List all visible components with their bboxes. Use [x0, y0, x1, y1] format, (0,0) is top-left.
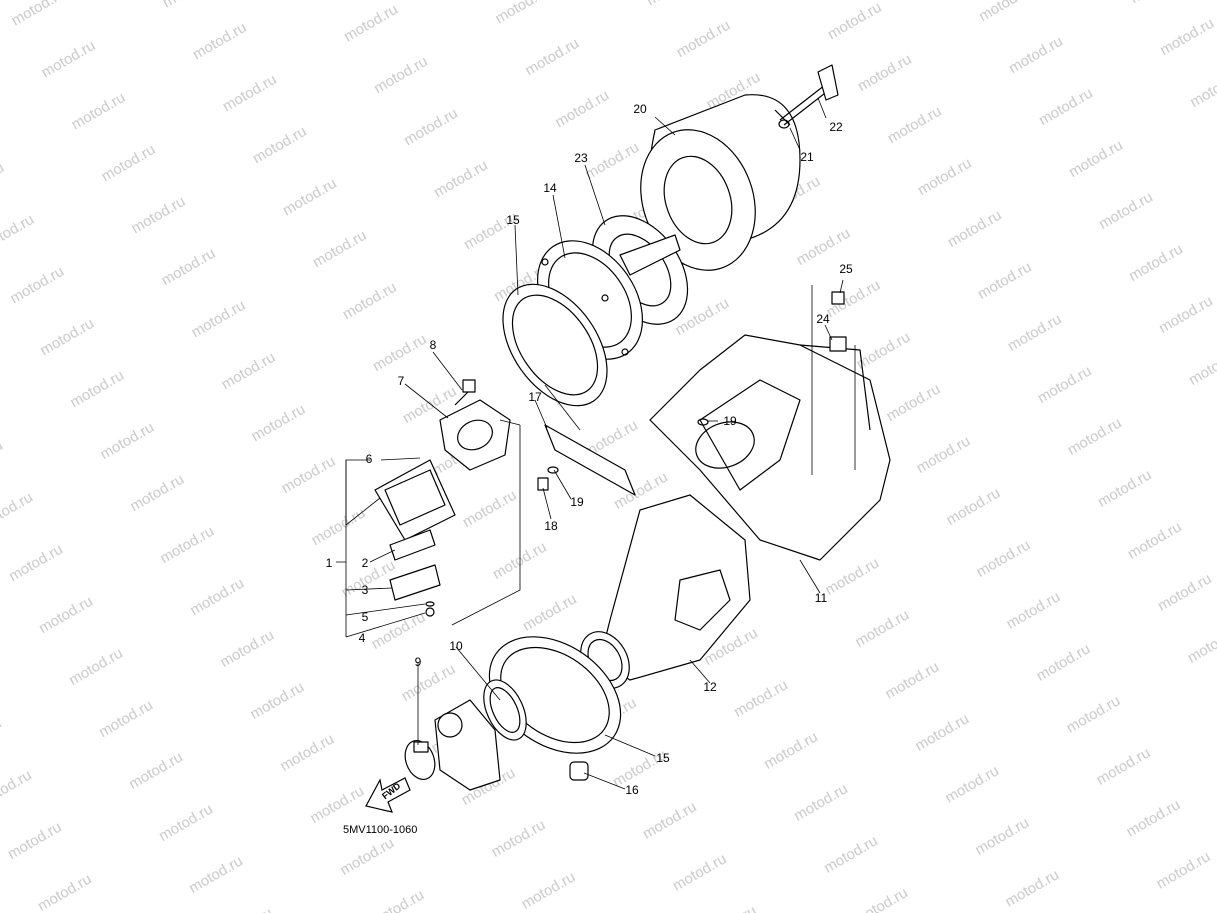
air-cleaner-joint: [580, 494, 751, 689]
callout-18: 18: [544, 519, 558, 533]
manifold-bolt: [454, 379, 476, 406]
callout-8: 8: [429, 338, 437, 352]
intake-manifold: [439, 399, 511, 471]
callout-5: 5: [361, 610, 369, 624]
joint-nut: [569, 761, 589, 781]
callout-1: 1: [325, 556, 333, 570]
bracket-clip: [829, 336, 847, 352]
callout-4: 4: [358, 631, 366, 645]
callout-6: 6: [365, 452, 373, 466]
callout-10: 10: [449, 639, 463, 653]
reed-valve: [374, 459, 456, 541]
reed-screw: [425, 607, 435, 617]
callout-19-upper: 19: [723, 414, 737, 428]
filter-gasket: [502, 283, 608, 407]
callout-7: 7: [397, 374, 405, 388]
callout-16: 16: [625, 783, 639, 797]
callout-13: 14: [543, 181, 557, 195]
washer-lower: [547, 466, 559, 474]
callout-22: 22: [829, 120, 843, 134]
filter-bolt: [779, 64, 839, 126]
callout-24: 24: [816, 312, 830, 326]
callout-15: 15: [656, 751, 670, 765]
small-bolt: [537, 477, 549, 491]
carburetor: [434, 699, 501, 791]
callout-11: 11: [814, 591, 828, 605]
callout-12: 12: [703, 680, 717, 694]
hose-clamp: [483, 679, 527, 741]
callout-21: 21: [800, 150, 814, 164]
leader-lines: [336, 97, 856, 790]
reed-washer: [425, 601, 435, 607]
washer-upper: [697, 418, 709, 426]
callout-17: 17: [528, 390, 542, 404]
air-filter-element: [640, 94, 801, 276]
joint-plate: [544, 424, 636, 496]
callout-23: 23: [574, 151, 588, 165]
callout-9: 9: [414, 655, 422, 669]
callout-3: 3: [361, 583, 369, 597]
air-box-case: [649, 334, 891, 561]
reed: [389, 529, 436, 561]
filter-washer: [778, 119, 790, 129]
diagram-code: 5MV1100-1060: [343, 824, 418, 836]
callout-20: 20: [633, 102, 647, 116]
callout-25: 25: [839, 262, 853, 276]
callout-14: 15: [506, 213, 520, 227]
case-bolt: [831, 291, 845, 305]
reed-stopper: [389, 564, 441, 601]
callout-19-lower: 19: [570, 495, 584, 509]
callout-2: 2: [361, 556, 369, 570]
fwd-arrow-icon: [365, 777, 411, 813]
carburetor-clamp: [404, 740, 436, 780]
